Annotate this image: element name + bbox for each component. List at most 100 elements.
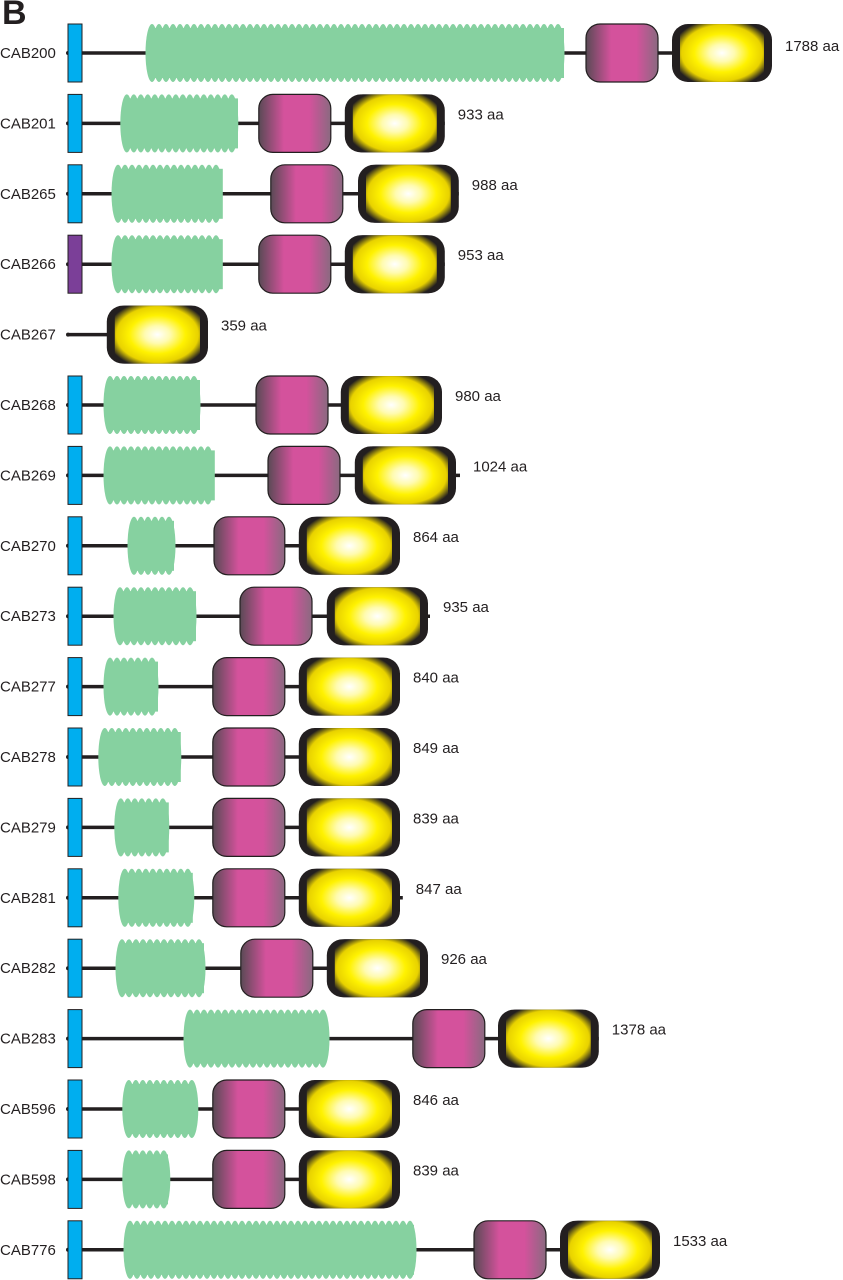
transmembrane-domain [67, 1079, 83, 1139]
yellow-domain-core [362, 446, 448, 505]
coiled-coil-region [113, 587, 197, 646]
transmembrane-domain [67, 868, 83, 928]
protein-name: CAB281 [0, 890, 56, 907]
coiled-coil-region [98, 728, 182, 786]
pink-domain [212, 868, 286, 928]
length-label: 980 aa [455, 388, 502, 405]
protein-name: CAB273 [0, 608, 56, 625]
yellow-domain-core [306, 1150, 392, 1209]
protein-name: CAB598 [0, 1171, 56, 1188]
yellow-domain-core [334, 587, 420, 646]
transmembrane-domain [67, 1009, 83, 1069]
coil-fill [110, 380, 200, 430]
pink-domain [212, 656, 286, 717]
protein-name: CAB282 [0, 960, 56, 977]
protein-name: CAB279 [0, 819, 56, 836]
length-label: 953 aa [458, 247, 505, 264]
coiled-coil-region [103, 446, 215, 505]
coil-fill [104, 732, 181, 782]
yellow-domain-core [366, 164, 451, 223]
coiled-coil-region [123, 1220, 417, 1279]
yellow-domain-core [306, 516, 392, 575]
coiled-coil-region [122, 1080, 199, 1138]
protein-name: CAB277 [0, 679, 56, 696]
length-label: 359 aa [221, 318, 268, 335]
yellow-domain [498, 1009, 599, 1068]
protein-name: CAB283 [0, 1031, 56, 1048]
coiled-coil-region [114, 798, 170, 857]
yellow-domain [106, 305, 208, 364]
coiled-coil-region [111, 164, 223, 223]
protein-row-cab267: CAB267 359 aa [0, 305, 268, 364]
protein-name: CAB268 [0, 397, 56, 414]
protein-row-cab265: CAB265 988 aa [0, 164, 519, 224]
length-label: 840 aa [413, 670, 460, 687]
yellow-domain-core [680, 24, 764, 82]
transmembrane-domain [67, 938, 83, 998]
coiled-coil-region [103, 657, 159, 716]
yellow-domain-core [306, 728, 392, 786]
protein-name: CAB278 [0, 749, 56, 766]
protein-name: CAB200 [0, 45, 56, 62]
length-label: 846 aa [413, 1092, 460, 1109]
length-label: 1533 aa [673, 1233, 728, 1250]
length-label: 849 aa [413, 740, 460, 757]
coil-fill [190, 1013, 324, 1064]
coiled-coil-region [183, 1009, 330, 1068]
yellow-domain [298, 516, 400, 575]
protein-row-cab268: CAB268 980 aa [0, 375, 502, 435]
yellow-domain [298, 1150, 400, 1209]
protein-name: CAB269 [0, 467, 56, 484]
protein-row-cab269: CAB269 1024 aa [0, 445, 528, 505]
yellow-domain-core [306, 1080, 392, 1138]
coil-fill [128, 1084, 192, 1134]
pink-domain [255, 375, 329, 435]
protein-name: CAB265 [0, 186, 56, 203]
yellow-domain [358, 164, 459, 223]
protein-name: CAB267 [0, 327, 56, 344]
yellow-domain [354, 446, 456, 505]
length-label: 1024 aa [473, 458, 528, 475]
length-label: 933 aa [458, 106, 505, 123]
length-label: 847 aa [416, 881, 463, 898]
coil-fill [110, 450, 215, 501]
pink-domain [212, 1149, 286, 1210]
coil-fill [126, 98, 238, 149]
coil-fill [130, 1224, 414, 1275]
yellow-domain [298, 657, 400, 716]
transmembrane-domain [67, 657, 83, 717]
pink-domain [239, 586, 313, 646]
coiled-coil-region [115, 939, 206, 998]
coiled-coil-region [118, 868, 195, 927]
yellow-domain-core [352, 94, 437, 153]
transmembrane-domain [67, 797, 83, 857]
yellow-domain-core [348, 376, 434, 434]
coiled-coil-region [103, 376, 201, 434]
n-terminus-dot [66, 332, 70, 337]
yellow-domain [344, 235, 445, 294]
yellow-domain-core [306, 657, 392, 716]
protein-name: CAB266 [0, 256, 56, 273]
transmembrane-domain [67, 23, 83, 83]
length-label: 988 aa [472, 177, 519, 194]
protein-row-cab281: CAB281 847 aa [0, 868, 463, 928]
pink-domain [212, 797, 286, 858]
yellow-domain-core [568, 1220, 652, 1279]
transmembrane-domain [67, 164, 83, 224]
pink-domain [270, 164, 344, 224]
yellow-domain [298, 798, 400, 857]
yellow-domain [298, 868, 400, 927]
coil-fill [118, 168, 223, 219]
yellow-domain [326, 587, 428, 646]
transmembrane-domain [67, 375, 83, 435]
protein-name: CAB270 [0, 538, 56, 555]
pink-domain [213, 516, 286, 576]
coil-fill [124, 872, 193, 923]
coil-fill [120, 591, 196, 642]
pink-domain [258, 234, 332, 294]
length-label: 839 aa [413, 1162, 460, 1179]
